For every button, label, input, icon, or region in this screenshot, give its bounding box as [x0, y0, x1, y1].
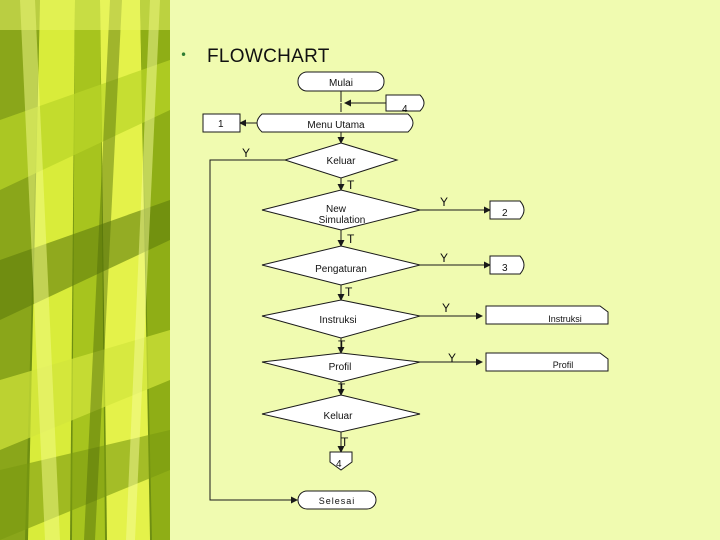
- no-label-2: T: [347, 232, 355, 246]
- decision-instruksi: [261, 299, 421, 339]
- decision-keluar-2-label: Keluar: [324, 411, 354, 422]
- no-label-6: T: [341, 435, 349, 449]
- decision-new-simulation: [261, 189, 421, 231]
- connector-2: [489, 200, 525, 220]
- decision-profil: [261, 352, 421, 383]
- decision-new-simulation-line1: New: [326, 204, 347, 215]
- connector-2-label: 2: [502, 208, 508, 219]
- connector-4-top: [385, 94, 425, 112]
- no-label-1: T: [347, 178, 355, 192]
- menu-utama-label: Menu Utama: [307, 120, 365, 131]
- no-label-4: T: [338, 338, 346, 352]
- slide-title: FLOWCHART: [207, 46, 330, 67]
- decision-keluar-label: Keluar: [327, 156, 357, 167]
- instruksi-screen-box: [485, 305, 609, 325]
- profil-screen-box: [485, 352, 609, 372]
- start-label: Mulai: [329, 78, 353, 89]
- connector-1-label: 1: [218, 119, 224, 130]
- connector-4-bottom-label: 4: [336, 459, 342, 470]
- decision-profil-label: Profil: [329, 362, 352, 373]
- instruksi-screen-label: Instruksi: [548, 314, 582, 324]
- yes-label-profil: Y: [448, 351, 456, 365]
- no-label-3: T: [345, 285, 353, 299]
- yes-label-pengaturan: Y: [440, 251, 448, 265]
- end-terminal: [297, 490, 377, 510]
- yes-label-exit: Y: [242, 146, 250, 160]
- decision-new-simulation-line2: Simulation: [319, 215, 366, 226]
- yes-label-instruksi: Y: [442, 301, 450, 315]
- start-terminal: [297, 71, 385, 92]
- decision-keluar-2: [261, 394, 421, 433]
- end-label: Selesai: [319, 496, 356, 506]
- connector-4-top-label: 4: [402, 104, 408, 115]
- yes-label-new-simulation: Y: [440, 195, 448, 209]
- decision-pengaturan: [261, 245, 421, 286]
- decision-instruksi-label: Instruksi: [319, 315, 356, 326]
- profil-screen-label: Profil: [553, 360, 574, 370]
- flow-lines: [209, 91, 491, 504]
- menu-utama-shape: [256, 113, 414, 133]
- bullet-icon: •: [180, 48, 188, 62]
- connector-3: [489, 255, 525, 275]
- decision-pengaturan-label: Pengaturan: [315, 264, 367, 275]
- decision-keluar: [283, 142, 399, 179]
- connector-1: [202, 113, 241, 133]
- decorative-leaf-panel: [0, 0, 170, 540]
- no-label-5: T: [338, 381, 346, 395]
- connector-4-bottom: [329, 451, 353, 471]
- connector-3-label: 3: [502, 263, 508, 274]
